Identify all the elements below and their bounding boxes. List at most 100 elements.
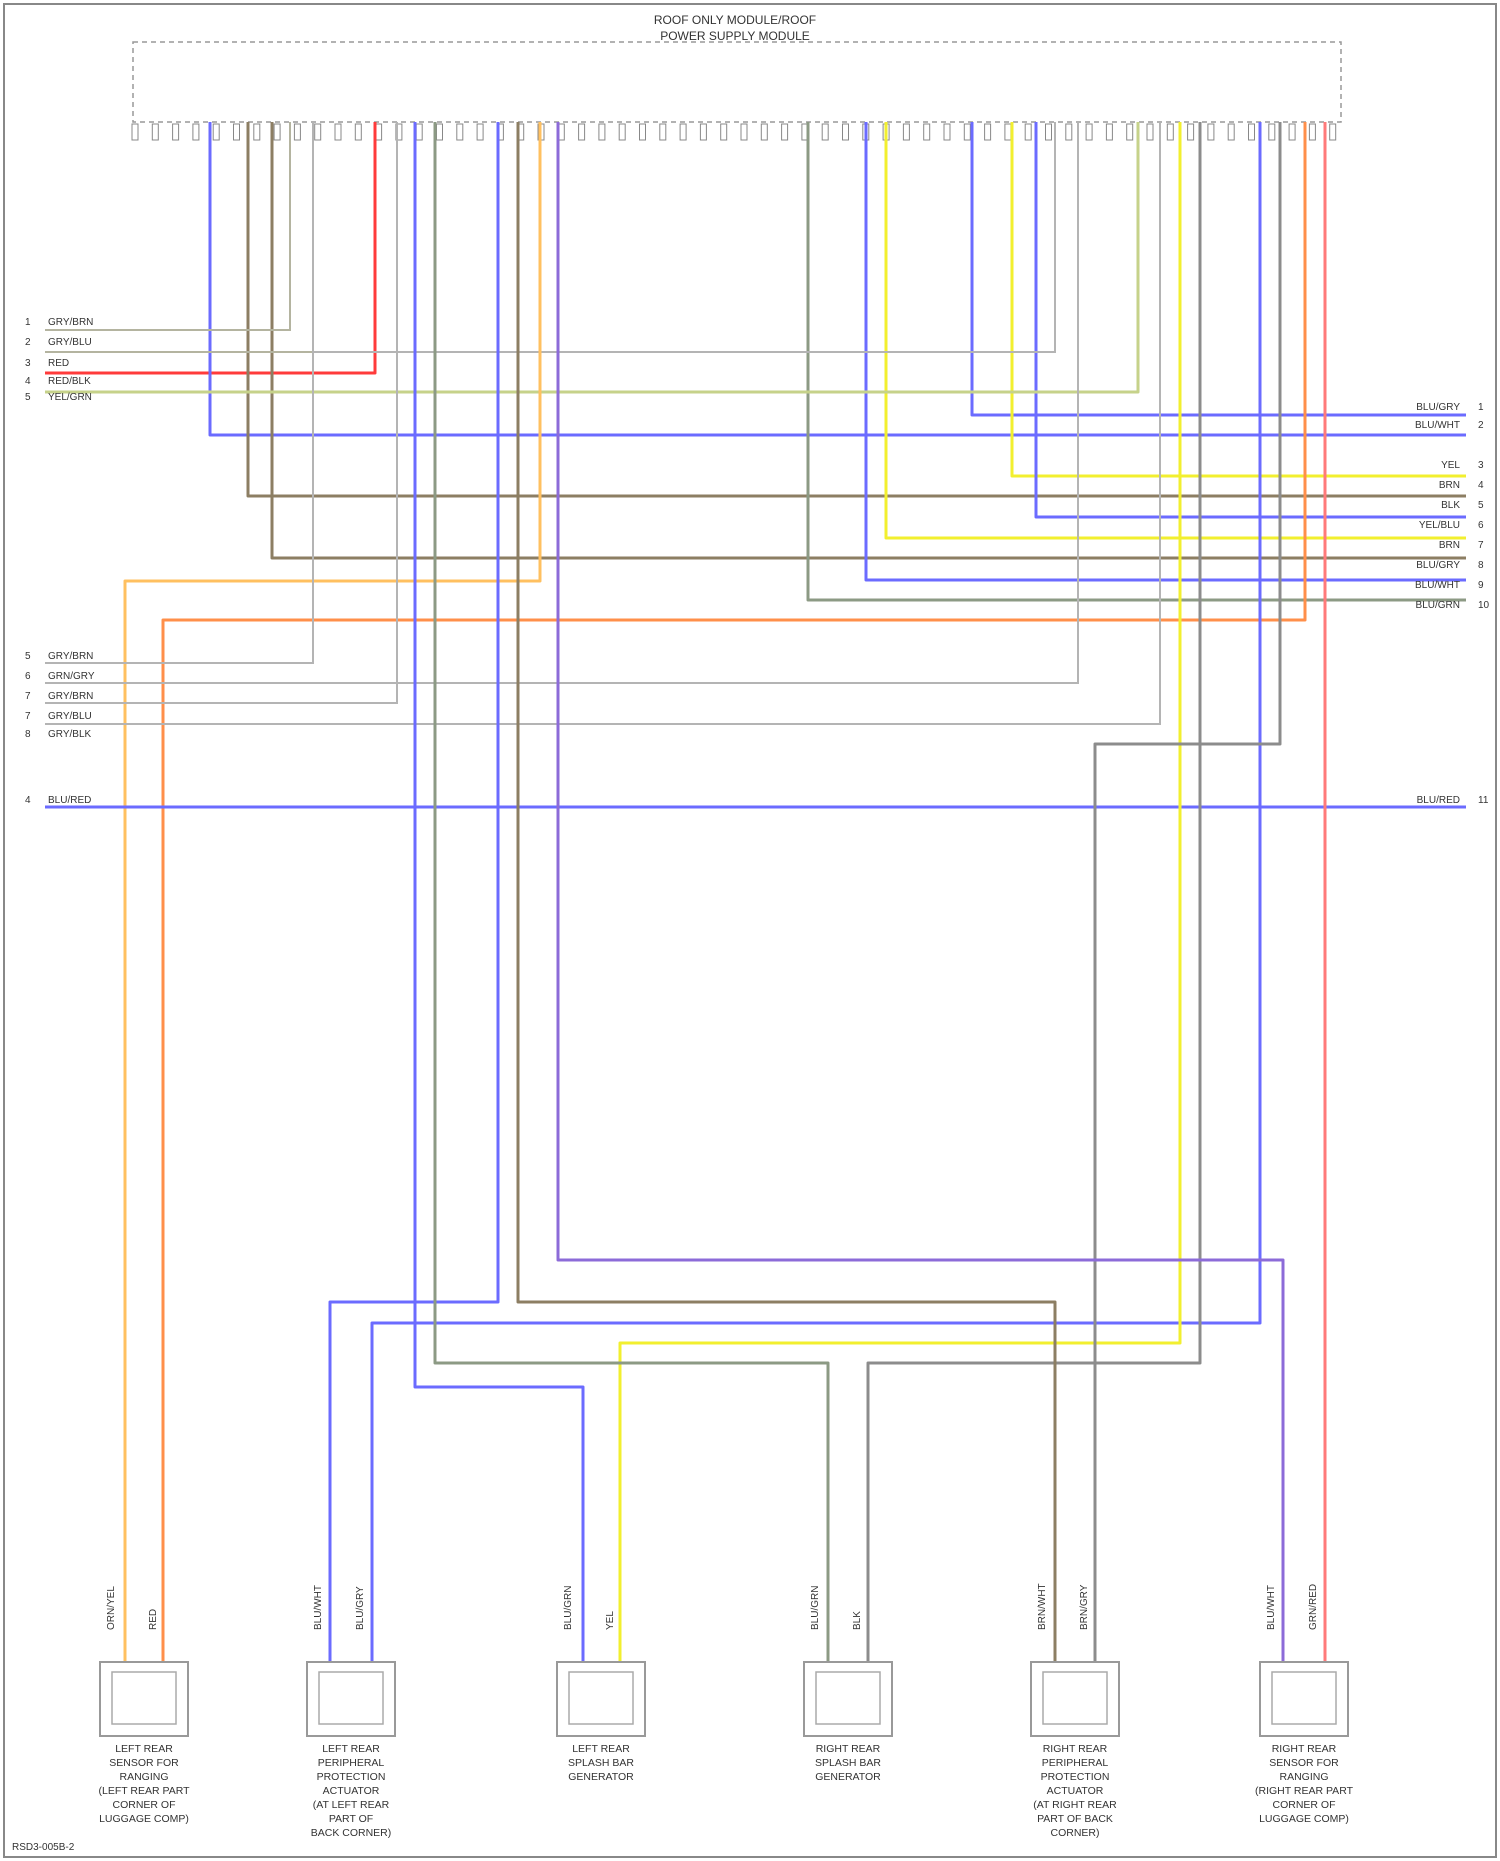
wire-blue-2: [972, 122, 1466, 415]
module-pin: [1127, 124, 1133, 140]
module-pin: [1086, 124, 1092, 140]
component-housing: [100, 1662, 188, 1736]
wire-gray-upper-3: [313, 122, 1055, 352]
component-name-line: ACTUATOR: [323, 1785, 380, 1797]
right-wire-label: YEL/BLU: [1419, 520, 1460, 531]
right-pin: 6: [1478, 520, 1484, 531]
component-name-line: SPLASH BAR: [815, 1757, 881, 1769]
module-pin: [1228, 124, 1234, 140]
module-pin: [782, 124, 788, 140]
module-pin: [457, 124, 463, 140]
component-wire-label: BLU/WHT: [1266, 1585, 1277, 1630]
left-wire-label: GRY/BRN: [48, 317, 93, 328]
component-name-line: LEFT REAR: [322, 1743, 380, 1755]
component-wire-label: BLU/GRY: [355, 1586, 366, 1630]
wire-gray-lower-4: [45, 122, 1160, 724]
component-name-line: RIGHT REAR: [1043, 1743, 1108, 1755]
module-pin: [132, 124, 138, 140]
component-2: BLU/WHTBLU/GRYLEFT REARPERIPHERALPROTECT…: [307, 1585, 395, 1839]
module-pin: [416, 124, 422, 140]
diagram-code: RSD3-005B-2: [12, 1842, 75, 1853]
module-pin: [944, 124, 950, 140]
component-wire-label: RED: [148, 1609, 159, 1630]
left-pin: 4: [25, 376, 31, 387]
component-name-line: GENERATOR: [815, 1771, 881, 1783]
right-pin: 9: [1478, 580, 1484, 591]
module-pin: [1309, 124, 1315, 140]
left-pin: 7: [25, 691, 31, 702]
module-pin: [355, 124, 361, 140]
component-name-line: SPLASH BAR: [568, 1757, 634, 1769]
right-pin: 10: [1478, 600, 1490, 611]
left-pin: 5: [25, 392, 31, 403]
component-name-line: PERIPHERAL: [318, 1757, 385, 1769]
component-housing: [1031, 1662, 1119, 1736]
module-pin: [1208, 124, 1214, 140]
left-connector-labels: 1 GRY/BRN 2 GRY/BLU 3 RED 4 RED/BLK 5 YE…: [25, 317, 95, 806]
wire-brown-2: [272, 122, 1466, 558]
module-pin: [274, 124, 280, 140]
module-pin: [1249, 124, 1255, 140]
component-name-line: (LEFT REAR PART: [98, 1785, 190, 1797]
module-pin: [924, 124, 930, 140]
component-name-line: CORNER OF: [1273, 1799, 1336, 1811]
component-name-line: GENERATOR: [568, 1771, 634, 1783]
component-wire-label: BLK: [852, 1611, 863, 1630]
component-name-line: (RIGHT REAR PART: [1255, 1785, 1354, 1797]
left-pin: 2: [25, 337, 31, 348]
module-pin: [234, 124, 240, 140]
module-pin: [1269, 124, 1275, 140]
component-wire-label: YEL: [605, 1611, 616, 1630]
right-pin: 3: [1478, 460, 1484, 471]
component-wire-label: BLU/GRN: [563, 1586, 574, 1630]
module-pin: [1066, 124, 1072, 140]
module-pin: [315, 124, 321, 140]
component-name-line: ACTUATOR: [1047, 1785, 1104, 1797]
module-pin: [477, 124, 483, 140]
component-wire-label: BRN/WHT: [1037, 1583, 1048, 1630]
left-ground-label: BLU/RED: [48, 795, 91, 806]
module-pin: [843, 124, 849, 140]
component-name-line: RANGING: [1279, 1771, 1328, 1783]
left-pin: 5: [25, 651, 31, 662]
component-name-line: PERIPHERAL: [1042, 1757, 1109, 1769]
component-name-line: SENSOR FOR: [1269, 1757, 1339, 1769]
module-pin: [640, 124, 646, 140]
page-frame: [4, 4, 1496, 1857]
module-title-line2: POWER SUPPLY MODULE: [660, 29, 810, 43]
module-pin: [1289, 124, 1295, 140]
component-name-line: RANGING: [119, 1771, 168, 1783]
component-name-line: PART OF BACK: [1037, 1813, 1113, 1825]
module-pin: [1167, 124, 1173, 140]
right-pin: 4: [1478, 480, 1484, 491]
module-pin: [761, 124, 767, 140]
component-name-line: (AT LEFT REAR: [313, 1799, 390, 1811]
right-pin: 5: [1478, 500, 1484, 511]
component-name-line: CORNER): [1051, 1827, 1100, 1839]
module-pin: [437, 124, 443, 140]
right-wire-label: BRN: [1439, 540, 1460, 551]
module-pin: [741, 124, 747, 140]
right-wire-label: BLU/GRN: [1416, 600, 1460, 611]
wire-comp5-a: [518, 122, 1055, 1665]
right-wire-label: BLU/WHT: [1415, 420, 1460, 431]
right-pin: 8: [1478, 560, 1484, 571]
module-pin: [254, 124, 260, 140]
component-name-line: LUGGAGE COMP): [99, 1813, 189, 1825]
component-name-line: PART OF: [329, 1813, 373, 1825]
module-pin: [213, 124, 219, 140]
component-housing: [307, 1662, 395, 1736]
left-wire-label: GRN/GRY: [48, 671, 95, 682]
module-pin: [294, 124, 300, 140]
left-wire-label: GRY/BRN: [48, 651, 93, 662]
component-6: BLU/WHTGRN/REDRIGHT REARSENSOR FORRANGIN…: [1255, 1584, 1354, 1825]
module-pin: [599, 124, 605, 140]
wire-comp2-b: [372, 122, 1260, 1665]
module-pin: [660, 124, 666, 140]
component-wire-label: ORN/YEL: [106, 1586, 117, 1630]
component-name-line: PROTECTION: [1041, 1771, 1110, 1783]
left-wire-label: YEL/GRN: [48, 392, 92, 403]
left-wire-label: RED/BLK: [48, 376, 91, 387]
component-housing: [1260, 1662, 1348, 1736]
